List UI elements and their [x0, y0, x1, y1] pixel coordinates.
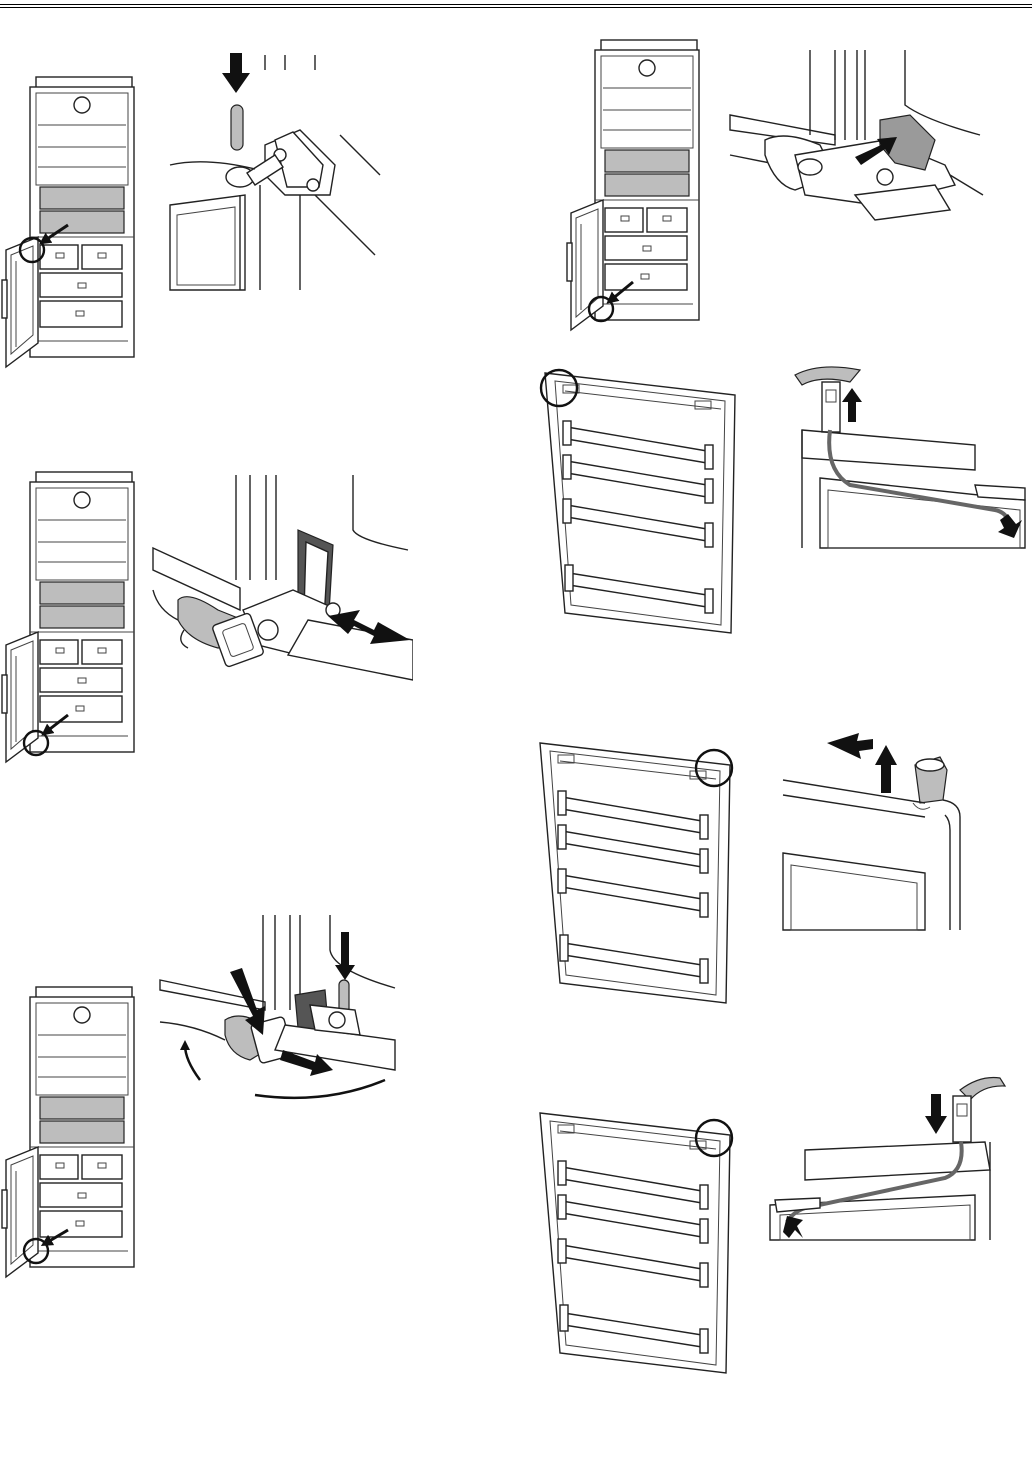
door-diagram-1	[535, 365, 745, 640]
door-diagram-2	[530, 735, 740, 1010]
fridge-diagram-4	[565, 38, 705, 338]
hinge-pin-diagram	[165, 45, 385, 295]
hinge-swing-diagram	[155, 910, 400, 1110]
cover-cap-diagram	[725, 45, 985, 230]
door-cable-diagram-2	[765, 1070, 1010, 1245]
fridge-diagram-3	[0, 985, 140, 1285]
door-cap-diagram	[775, 725, 995, 935]
header-rule	[0, 4, 1032, 8]
door-cable-diagram-1	[790, 360, 1030, 550]
hinge-bracket-diagram	[148, 470, 413, 685]
fridge-diagram-1	[0, 75, 140, 375]
door-diagram-3	[530, 1105, 740, 1380]
fridge-diagram-2	[0, 470, 140, 770]
